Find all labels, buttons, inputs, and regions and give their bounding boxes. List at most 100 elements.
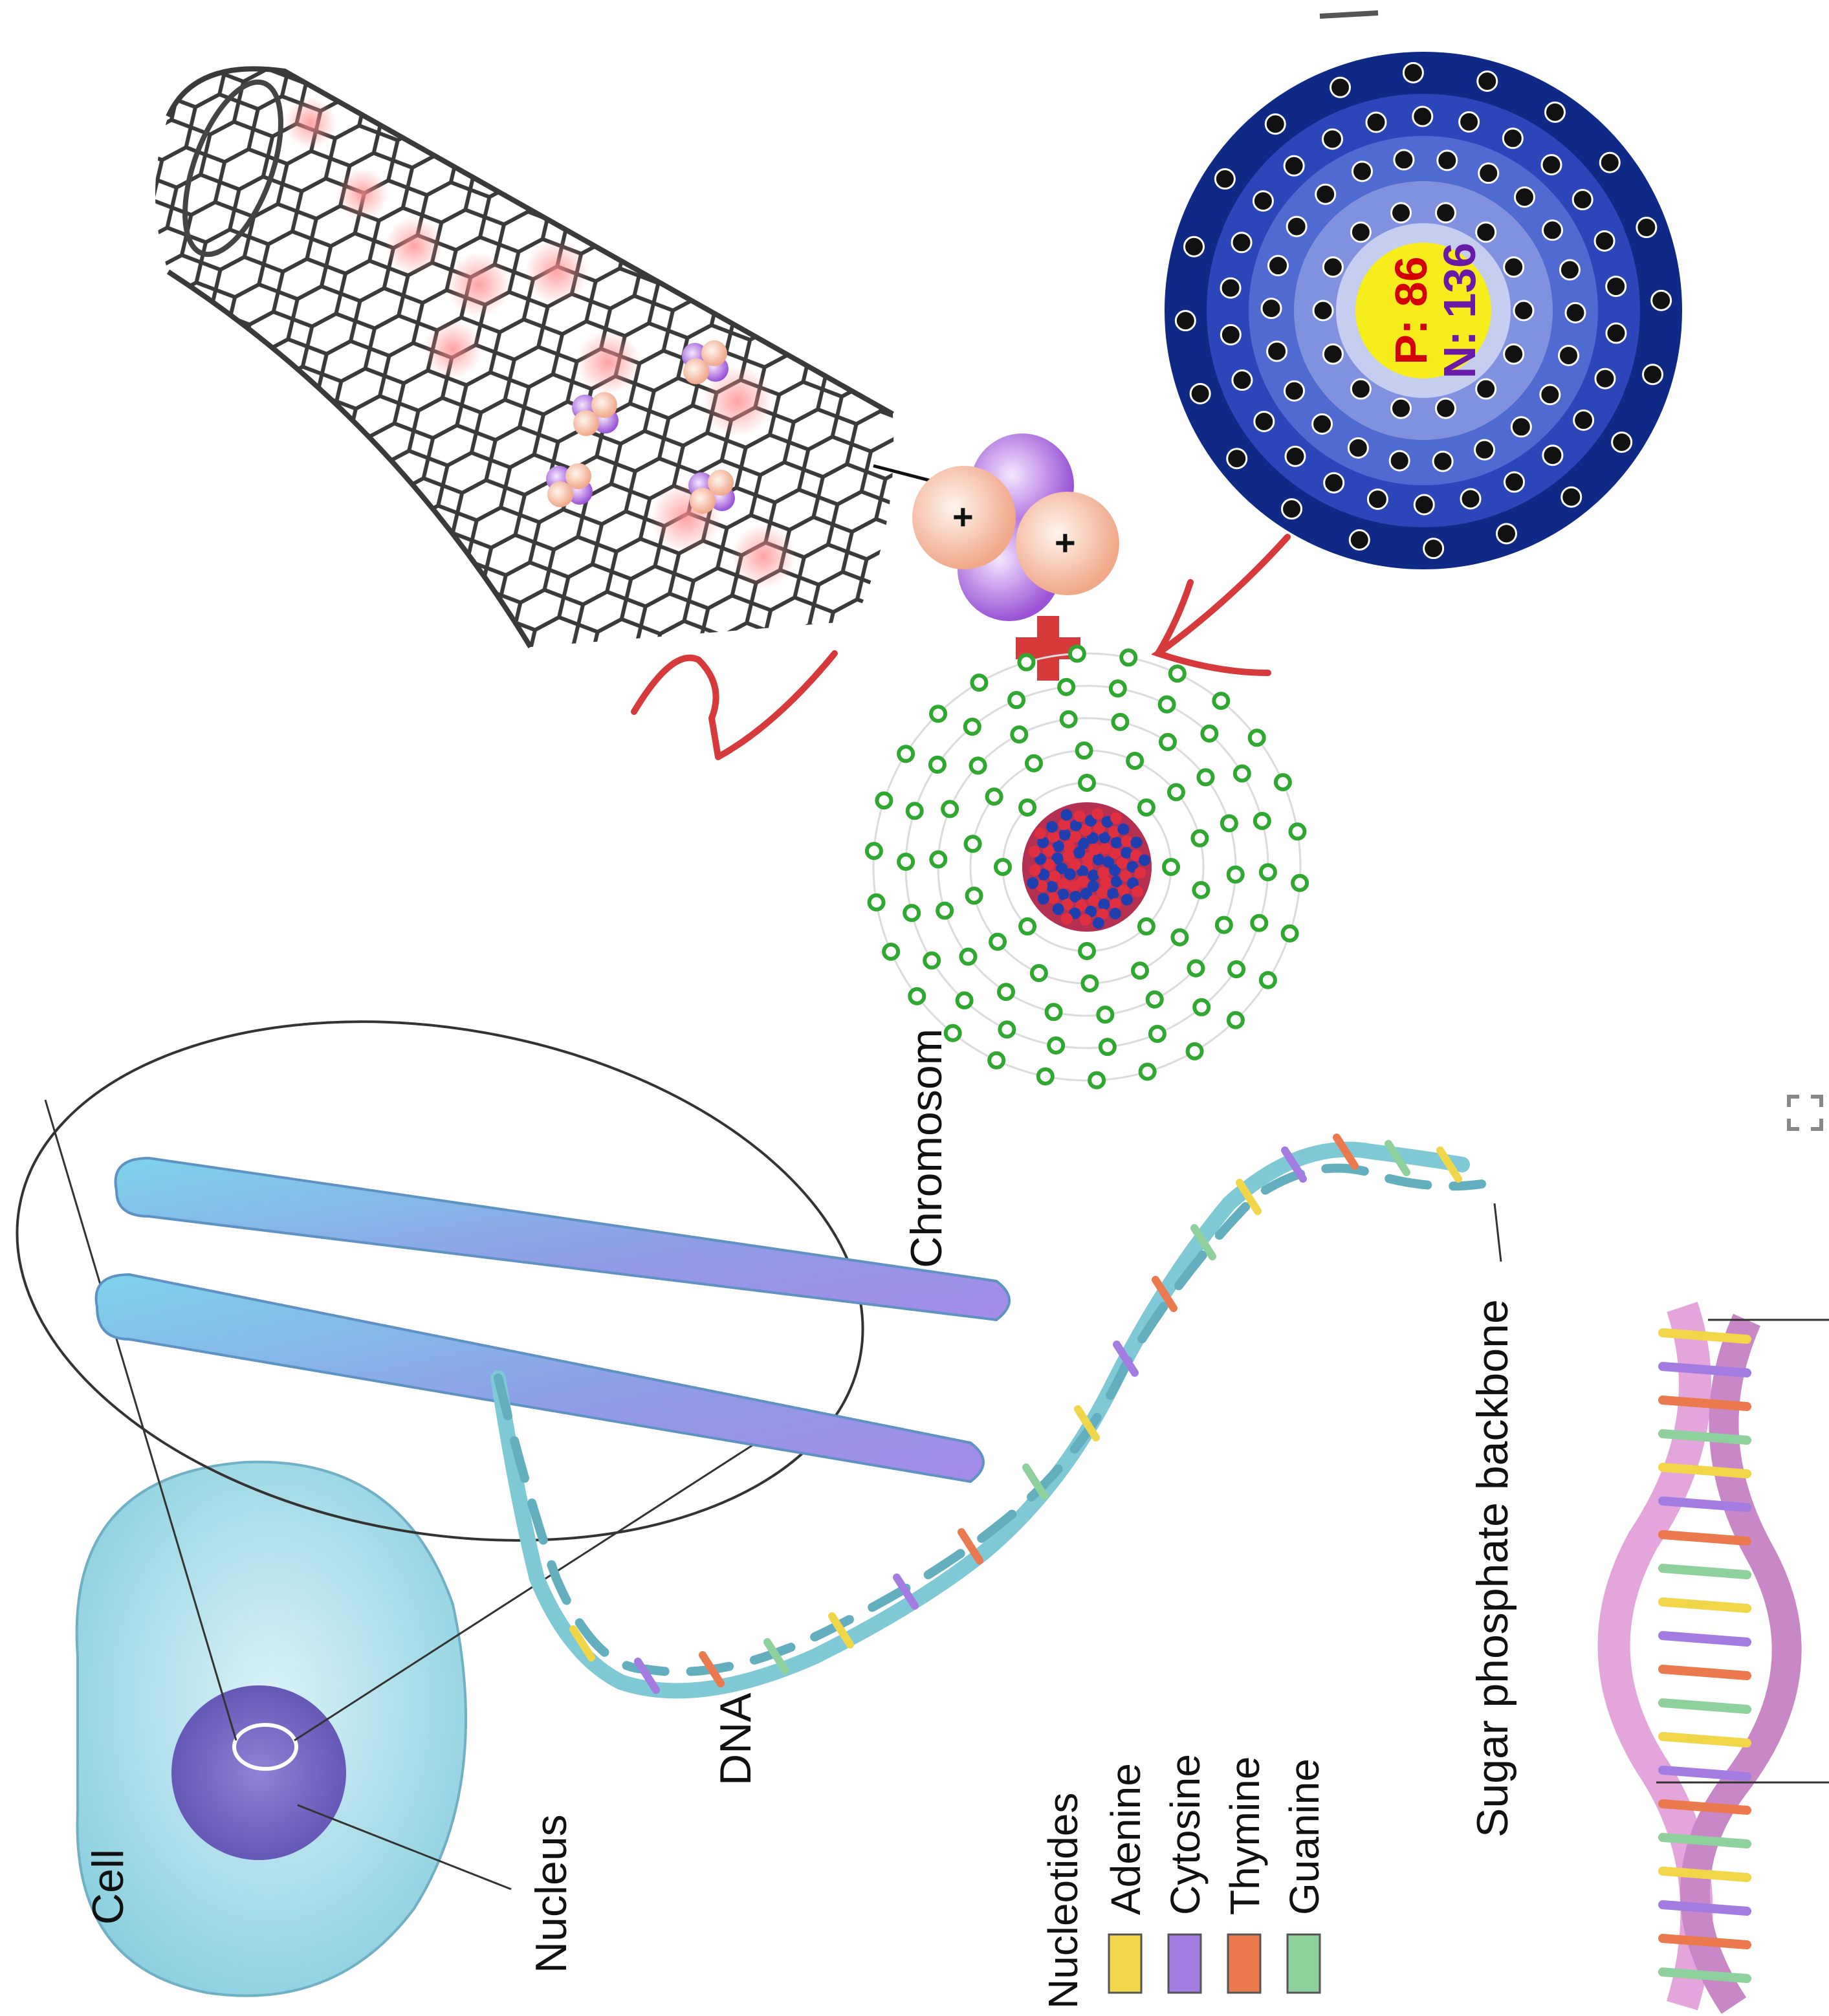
green-electron xyxy=(1162,858,1180,876)
base-pair xyxy=(1658,1967,1751,1983)
nanotube-pink-spots xyxy=(285,97,796,589)
nucleon xyxy=(1034,827,1046,839)
stray-mark xyxy=(1319,10,1379,19)
nucleon xyxy=(1064,868,1076,881)
base-pair xyxy=(958,1528,983,1564)
base-pair xyxy=(1658,1799,1751,1815)
green-electron xyxy=(969,756,987,775)
electron-dot xyxy=(1636,217,1658,239)
green-electron xyxy=(1166,783,1185,802)
nucleon xyxy=(1052,840,1064,853)
expand-icon[interactable] xyxy=(1787,1095,1823,1131)
electron-dot xyxy=(1266,340,1288,362)
nucleon xyxy=(1057,888,1069,901)
nucleon xyxy=(1061,913,1073,925)
nucleon xyxy=(1119,870,1132,882)
electron-dot xyxy=(1432,450,1454,472)
nucleon xyxy=(1069,859,1081,871)
green-electron xyxy=(994,858,1012,876)
electron-dot xyxy=(1436,149,1458,171)
nucleon xyxy=(1082,852,1094,864)
green-electron xyxy=(1057,677,1076,696)
electron-dot xyxy=(1542,444,1564,466)
base-pair xyxy=(699,1651,725,1687)
electron-dot xyxy=(1267,255,1289,277)
nucleon xyxy=(1069,890,1082,903)
base-pair xyxy=(1658,1362,1751,1377)
green-electron xyxy=(1288,822,1307,841)
green-electron xyxy=(1170,928,1189,947)
nucleon xyxy=(1042,845,1055,857)
base-pair xyxy=(1658,1698,1751,1714)
green-electron xyxy=(1192,881,1210,899)
green-electron xyxy=(1250,914,1269,932)
green-electron xyxy=(1280,924,1299,943)
nucleon xyxy=(1108,826,1120,838)
label-chromosome: Chromosom xyxy=(902,1029,951,1268)
nucleon xyxy=(1093,822,1106,835)
electron-dot xyxy=(1510,416,1532,438)
green-electron xyxy=(1185,1042,1204,1060)
nucleon xyxy=(1077,875,1090,888)
nucleon xyxy=(1027,877,1039,889)
nucleon xyxy=(1110,875,1123,888)
electron-dot xyxy=(1540,154,1562,176)
nucleon xyxy=(1046,821,1058,833)
electron-dot xyxy=(1402,61,1424,83)
electron-dot xyxy=(1542,219,1564,241)
base-pair xyxy=(1658,1766,1751,1781)
cell-nucleus xyxy=(171,1685,346,1860)
nucleon xyxy=(1073,810,1086,822)
green-electron xyxy=(897,745,915,763)
chromosome-zoom-ellipse xyxy=(16,1020,864,1542)
electron-dot xyxy=(1558,344,1580,366)
green-electron xyxy=(897,852,915,871)
electron-dot xyxy=(1253,410,1275,432)
nucleon xyxy=(1079,914,1091,926)
electron-dot xyxy=(1393,149,1415,171)
electron-dot xyxy=(1544,101,1566,123)
electron-dot xyxy=(1281,498,1303,520)
green-electron xyxy=(965,886,983,905)
nucleon xyxy=(1052,903,1064,915)
nucleon xyxy=(1047,830,1060,842)
electron-dot xyxy=(1642,364,1664,386)
nucleon xyxy=(1088,895,1100,907)
nucleon xyxy=(1132,886,1144,898)
annotation-arrow-down xyxy=(1151,534,1291,676)
dna-helix-closeup xyxy=(1597,1302,1802,2014)
nucleon xyxy=(1121,835,1133,848)
electron-dot xyxy=(1605,276,1627,298)
electron-dot xyxy=(1434,397,1456,419)
nucleon-dots xyxy=(1027,807,1150,929)
dna-strand-thin-2 xyxy=(494,1163,1486,1676)
green-electrons xyxy=(864,644,1309,1090)
nucleon xyxy=(1101,816,1113,828)
nucleon xyxy=(1110,837,1123,849)
electron-dot xyxy=(1284,445,1306,467)
base-pair xyxy=(1658,1833,1751,1848)
nucleon xyxy=(1117,823,1130,835)
base-pair xyxy=(1658,1496,1751,1512)
base-pair xyxy=(569,1625,595,1661)
electron-cloud-atom xyxy=(864,644,1309,1090)
helix-base-pairs xyxy=(1658,1328,1751,1983)
nucleon xyxy=(1058,828,1071,840)
legend-label: Guanine xyxy=(1281,1759,1328,1915)
nucleon xyxy=(1049,870,1061,882)
electron-dot xyxy=(1650,289,1672,311)
electron-dot xyxy=(1351,160,1373,182)
nucleon xyxy=(1099,842,1112,855)
nucleon xyxy=(1109,864,1121,876)
nucleon xyxy=(1085,905,1097,917)
green-electron xyxy=(1047,1036,1066,1055)
nucleon xyxy=(1080,824,1092,837)
green-electron xyxy=(1232,764,1251,783)
electron-dot xyxy=(1458,111,1480,133)
nucleon xyxy=(1091,807,1104,820)
nucleon xyxy=(1117,884,1130,897)
base-pair xyxy=(1436,1146,1462,1183)
nucleon xyxy=(1100,877,1112,889)
green-electron xyxy=(998,1020,1016,1039)
electron-dot xyxy=(1504,471,1526,493)
